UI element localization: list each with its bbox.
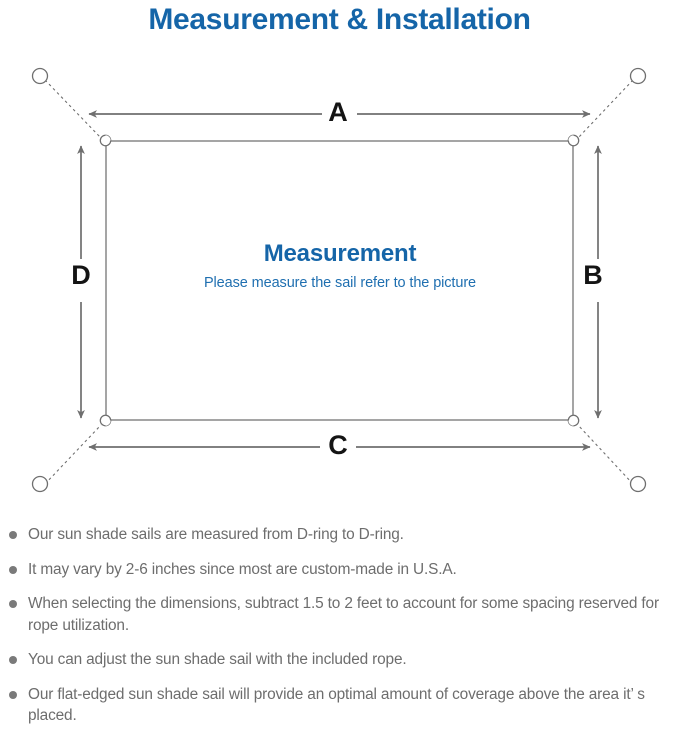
note-text: When selecting the dimensions, subtract … (28, 595, 659, 634)
measurement-diagram: Measurement Please measure the sail refe… (0, 44, 679, 520)
note-text: Our flat-edged sun shade sail will provi… (28, 685, 645, 725)
note-text: You can adjust the sun shade sail with t… (28, 651, 407, 668)
bullet-icon (9, 656, 17, 664)
anchor-point-top-left (31, 67, 49, 85)
d-ring-fill-group (105, 135, 574, 426)
anchor-ropes (44, 79, 634, 485)
bullet-icon (9, 600, 17, 608)
dimension-label-a: A (328, 97, 348, 127)
anchor-point-top-right (629, 67, 647, 85)
center-heading: Measurement (263, 240, 417, 267)
note-text: Our sun shade sails are measured from D-… (28, 526, 404, 543)
list-item: You can adjust the sun shade sail with t… (0, 649, 679, 671)
anchor-point-bottom-right (629, 475, 647, 493)
notes-list: Our sun shade sails are measured from D-… (0, 524, 679, 740)
center-subheading: Please measure the sail refer to the pic… (203, 275, 477, 291)
anchor-points (31, 67, 647, 493)
bullet-icon (9, 531, 17, 539)
dimension-arrows (77, 110, 602, 451)
dimension-label-c: C (328, 430, 348, 460)
anchor-point-bottom-left (31, 475, 49, 493)
note-text: It may vary by 2-6 inches since most are… (28, 560, 457, 578)
page-title: Measurement & Installation (148, 3, 531, 36)
center-caption: Measurement Please measure the sail refe… (145, 239, 535, 293)
list-item: When selecting the dimensions, subtract … (0, 593, 679, 636)
bullet-icon (9, 690, 17, 699)
dimension-label-d: D (71, 260, 91, 290)
dimension-label-b: B (583, 260, 603, 290)
list-item: Our flat-edged sun shade sail will provi… (0, 684, 679, 727)
list-item: It may vary by 2-6 inches since most are… (0, 559, 679, 581)
list-item: Our sun shade sails are measured from D-… (0, 524, 679, 546)
bullet-icon (9, 565, 17, 574)
diagram-svg (31, 67, 647, 493)
